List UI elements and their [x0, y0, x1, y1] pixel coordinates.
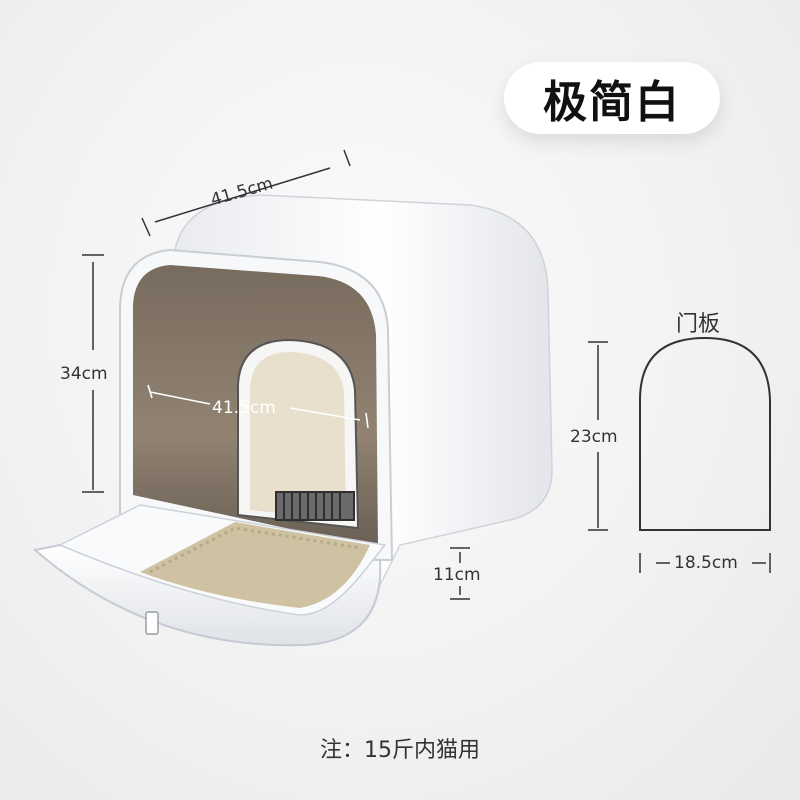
- grate: [275, 491, 355, 521]
- dim-door-width: [639, 553, 771, 573]
- door-panel-title: 门板: [676, 312, 721, 337]
- label-door-height: 23cm: [570, 427, 618, 447]
- dim-top-width: [141, 149, 351, 237]
- drawer-handle: [145, 611, 159, 635]
- label-door-width: 18.5cm: [674, 553, 738, 573]
- dim-drawer-height: [450, 547, 470, 600]
- label-depth: 41.5cm: [212, 398, 276, 418]
- label-drawer-height: 11cm: [433, 565, 481, 585]
- label-height: 34cm: [60, 364, 108, 384]
- title-badge: 极简白: [504, 62, 720, 134]
- footnote: 注：15斤内猫用: [320, 738, 480, 763]
- litter: [140, 522, 370, 608]
- door-panel-shape: [639, 336, 771, 531]
- dim-height: [82, 254, 104, 493]
- dim-door-height: [588, 341, 608, 531]
- dim-depth: [147, 384, 369, 429]
